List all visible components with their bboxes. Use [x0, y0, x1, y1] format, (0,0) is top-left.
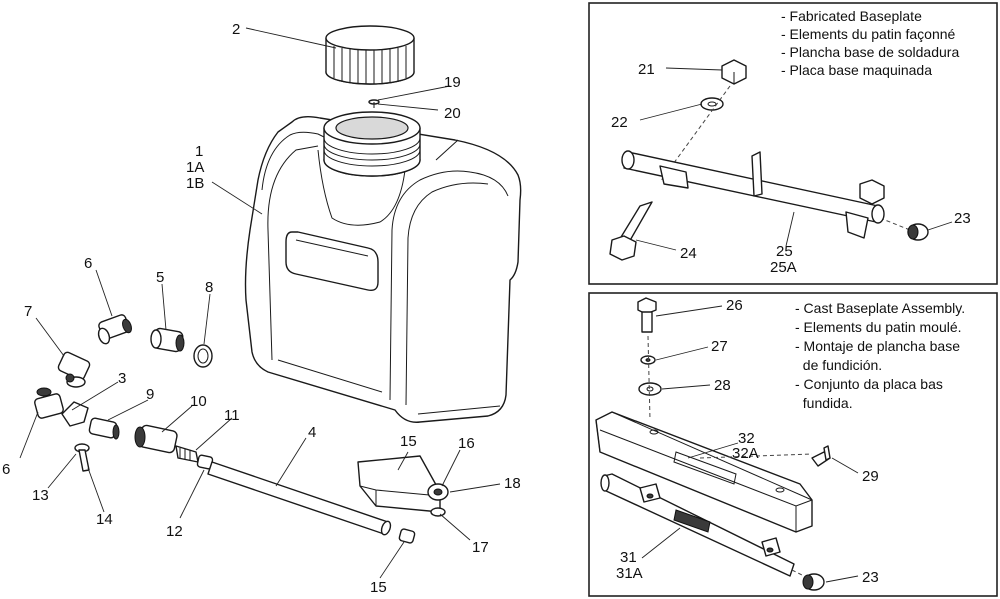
callout-5: 5 — [156, 269, 164, 286]
fitting-9 — [88, 417, 120, 440]
callout-1A: 1A — [186, 159, 204, 176]
callout-27: 27 — [711, 338, 728, 355]
callout-7: 7 — [24, 303, 32, 320]
callout-13: 13 — [32, 487, 49, 504]
callout-9: 9 — [146, 386, 154, 403]
callout-25A: 25A — [770, 259, 797, 276]
callout-31A: 31A — [616, 565, 643, 582]
callout-32A: 32A — [732, 445, 759, 462]
callout-4: 4 — [308, 424, 316, 441]
callout-6-upper: 6 — [84, 255, 92, 272]
callout-31: 31 — [620, 549, 637, 566]
callout-11: 11 — [224, 407, 240, 424]
fabricated-baseplate-notes: - Fabricated Baseplate - Elements du pat… — [781, 8, 959, 78]
hose-4 — [207, 461, 392, 536]
callout-26: 26 — [726, 297, 743, 314]
callout-24: 24 — [680, 245, 697, 262]
callout-8: 8 — [205, 279, 213, 296]
hose-clamp-15 — [398, 528, 416, 544]
callout-18: 18 — [504, 475, 521, 492]
cast-baseplate-parts — [595, 297, 831, 591]
cast-note-1: - Cast Baseplate Assembly. — [795, 300, 965, 316]
tank-cap — [325, 25, 415, 85]
hose-barb-11 — [175, 445, 214, 470]
callout-22: 22 — [611, 114, 628, 131]
callout-14: 14 — [96, 511, 113, 528]
callout-21: 21 — [638, 61, 655, 78]
cast-note-4: de fundición. — [795, 357, 882, 373]
cast-baseplate-notes: - Cast Baseplate Assembly. - Elements du… — [795, 300, 965, 411]
callout-29: 29 — [862, 468, 879, 485]
callout-2: 2 — [232, 21, 240, 38]
cast-leader-lines — [641, 305, 859, 583]
elbow-fitting-6-lower — [34, 387, 89, 427]
callout-1: 1 — [195, 143, 203, 160]
nipple-5 — [150, 327, 185, 353]
fabricated-note-4: - Placa base maquinada — [781, 62, 932, 78]
cast-note-5: - Conjunto da placa bas — [795, 376, 943, 392]
vent-fitting — [368, 99, 380, 108]
left-leader-lines — [19, 27, 501, 579]
callout-3: 3 — [118, 370, 126, 387]
mounting-bracket-15 — [357, 455, 449, 517]
elbow-fitting-6-upper — [97, 314, 132, 345]
cast-baseplate-box — [588, 292, 998, 597]
callout-23-cast: 23 — [862, 569, 879, 586]
callout-15-bracket: 15 — [400, 433, 417, 450]
callout-23-fabricated: 23 — [954, 210, 971, 227]
fabricated-baseplate-box — [588, 2, 998, 285]
callout-1B: 1B — [186, 175, 204, 192]
fabricated-callouts: 21 22 23 24 25 25A — [611, 61, 971, 276]
callout-16: 16 — [458, 435, 475, 452]
fabricated-note-1: - Fabricated Baseplate — [781, 8, 922, 24]
washer-8 — [193, 344, 213, 368]
fabricated-note-2: - Elements du patin façonné — [781, 26, 956, 42]
fabricated-leader-lines — [635, 67, 953, 251]
cast-note-3: - Montaje de plancha base — [795, 338, 960, 354]
fabricated-note-3: - Plancha base de soldadura — [781, 44, 959, 60]
left-callouts: 2 19 20 1 1A 1B 6 5 8 7 3 9 10 11 4 6 13… — [2, 21, 521, 596]
screw-13-14 — [74, 443, 90, 472]
cast-note-2: - Elements du patin moulé. — [795, 319, 962, 335]
tank-body — [244, 111, 522, 423]
callout-19: 19 — [444, 74, 461, 91]
fabricated-baseplate-parts — [609, 59, 929, 261]
callout-28: 28 — [714, 377, 731, 394]
strainer-10 — [134, 424, 178, 454]
callout-15-clamp: 15 — [370, 579, 387, 596]
callout-20: 20 — [444, 105, 461, 122]
callout-32: 32 — [738, 430, 755, 447]
cast-note-6: fundida. — [795, 395, 853, 411]
elbow-fitting-7 — [57, 351, 91, 388]
callout-25: 25 — [776, 243, 793, 260]
callout-17: 17 — [472, 539, 489, 556]
callout-6-lower: 6 — [2, 461, 10, 478]
callout-12: 12 — [166, 523, 183, 540]
cast-callouts: 26 27 28 32 32A 29 31 31A 23 — [616, 297, 879, 586]
callout-10: 10 — [190, 393, 207, 410]
